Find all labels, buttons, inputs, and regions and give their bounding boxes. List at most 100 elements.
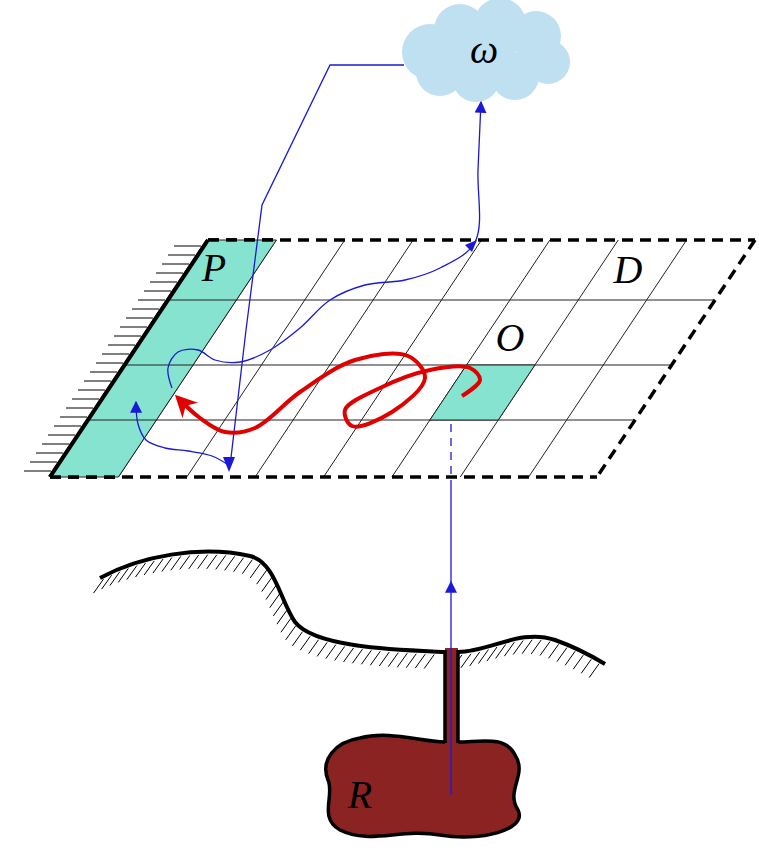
hatch-stroke [286,626,296,640]
hatch-stroke [522,640,532,654]
hatch-stroke [216,555,226,569]
hatch-stroke [281,618,291,632]
region-label: ω [470,28,498,72]
hatch-stroke [94,579,104,593]
hatch-stroke [352,649,362,663]
region-label: P [202,246,226,290]
hatch-stroke [162,264,189,265]
hatch-stroke [108,345,135,346]
hatch-stroke [531,640,541,654]
domain-border [50,475,597,479]
hatch-stroke [144,291,171,292]
hatch-stroke [84,381,111,382]
hatch-stroke [406,654,416,668]
boundary-band: P [46,236,278,480]
well-wall [456,650,460,743]
hatch-stroke [156,273,183,274]
well-pipe [445,648,458,746]
hatch-stroke [266,586,276,600]
hatch-stroke [144,561,154,575]
hatch-stroke [168,255,195,256]
hatch-stroke [96,363,123,364]
hatch-stroke [102,354,129,355]
grid-line [529,240,687,477]
grid-line [187,240,345,477]
hatch-stroke [309,640,319,654]
hatch-stroke [370,651,380,665]
hatch-stroke [207,555,217,569]
hatch-stroke [250,564,260,578]
hatch-stroke [60,417,87,418]
hatch-stroke [110,572,120,586]
hatch-stroke [565,651,575,665]
ground-line [100,552,445,652]
hatch-stroke [66,408,93,409]
well-wall [443,650,447,743]
hatch-stroke [90,372,117,373]
band-fill [50,240,276,477]
hatch-stroke [234,558,244,572]
hatch-stroke [397,653,407,667]
ground-hatching [94,555,600,678]
hatch-stroke [42,444,69,445]
node-outline [46,236,278,480]
node-outline [428,363,538,423]
hatch-stroke [102,575,112,589]
hatch-stroke [126,318,153,319]
domain-border [50,475,118,479]
hatch-stroke [504,642,514,656]
hatch-stroke [273,602,283,616]
grid-line [255,240,413,477]
hatch-stroke [270,594,280,608]
hatch-stroke [24,471,51,472]
hatch-stroke [138,300,165,301]
cloud-puff [456,20,516,80]
hatch-stroke [361,650,371,664]
region-label: O [496,316,525,360]
hatch-stroke [257,570,267,584]
hatch-stroke [344,648,354,662]
arrowhead [223,457,235,472]
hatch-stroke [262,578,272,592]
hatch-stroke [189,555,199,569]
cell-fill [430,365,535,420]
hatch-stroke [162,558,172,572]
hatch-stroke [549,644,559,658]
hatch-stroke [470,652,480,666]
hatch-stroke [326,645,336,659]
hatch-stroke [496,644,506,658]
hatch-stroke [132,309,159,310]
hatch-stroke [114,336,141,337]
hatch-stroke [135,563,145,577]
transfer-line [136,65,404,466]
hatch-stroke [225,556,235,570]
hatch-stroke [153,559,163,573]
hatch-stroke [573,655,583,669]
cloud-region: ω [398,0,572,106]
hatch-stroke [277,610,287,624]
hatch-stroke [78,390,105,391]
hatch-stroke [424,655,434,669]
hatch-stroke [388,653,398,667]
hatch-stroke [487,647,497,661]
hatch-stroke [198,555,208,569]
hatch-stroke [171,556,181,570]
domain-border [208,238,755,242]
node-outline [316,630,530,852]
hatch-stroke [180,555,190,569]
reservoir-region: R [316,630,530,852]
grid-line [460,240,618,477]
source-cell: O [428,363,538,423]
hatch-stroke [242,560,252,574]
grid-line [168,300,236,301]
hatch-stroke [557,648,567,662]
hatch-stroke [292,632,302,646]
hatch-stroke [120,327,147,328]
hatch-stroke [317,642,327,656]
hatch-stroke [513,640,523,654]
hatch-stroke [461,654,471,668]
hatch-stroke [478,650,488,664]
hatch-stroke [540,642,550,656]
hatch-stroke [415,654,425,668]
